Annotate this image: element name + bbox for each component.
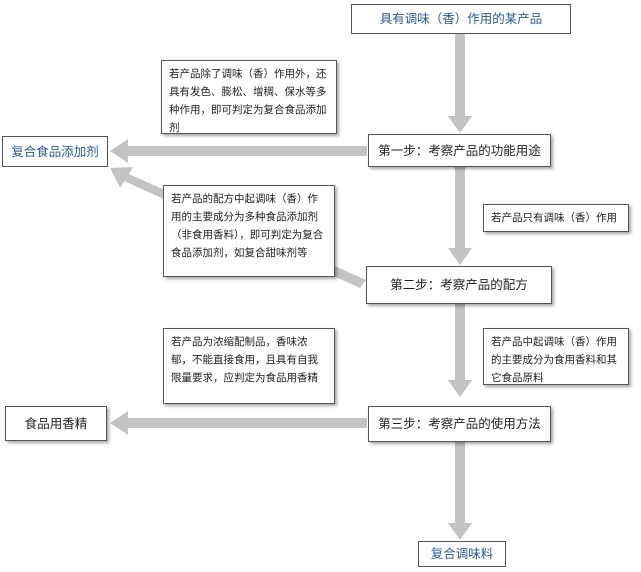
note-step2-down: 若产品中起调味（香）作用的主要成分为食用香料和其它食品原料	[483, 328, 629, 385]
step3-label: 第三步：考察产品的使用方法	[378, 416, 541, 431]
arrow-step1-to-step2	[448, 166, 472, 265]
step2-box: 第二步：考察产品的配方	[366, 266, 552, 304]
compound-seasoning-box: 复合调味料	[418, 541, 506, 567]
step1-label: 第一步：考察产品的功能用途	[378, 142, 541, 158]
food-flavor-box: 食品用香精	[5, 406, 107, 441]
arrow-step3-to-flavor	[110, 411, 367, 435]
note-step3-left: 若产品为浓缩配制品，香味浓郁，不能直接食用，且具有自我限量要求，应判定为食品用香…	[163, 328, 335, 404]
note-step1-left: 若产品除了调味（香）作用外，还具有发色、膨松、增稠、保水等多种作用，即可判定为复…	[161, 60, 337, 134]
product-box: 具有调味（香）作用的某产品	[351, 4, 571, 34]
arrow-step3-to-seasoning	[448, 442, 472, 540]
arrow-step2-to-step3	[448, 304, 472, 397]
step2-label: 第二步：考察产品的配方	[390, 277, 528, 292]
product-label: 具有调味（香）作用的某产品	[379, 11, 543, 26]
note-step2-left: 若产品的配方中起调味（香）作用的主要成分为多种食品添加剂（非食用香料），即可判定…	[163, 185, 335, 277]
compound-seasoning-label: 复合调味料	[430, 546, 494, 561]
step1-box: 第一步：考察产品的功能用途	[368, 134, 551, 167]
arrow-product-to-step1	[448, 33, 472, 133]
note-step1-down: 若产品只有调味（香）作用	[483, 204, 629, 232]
compound-additive-label: 复合食品添加剂	[11, 143, 99, 159]
food-flavor-label: 食品用香精	[24, 415, 88, 431]
step3-box: 第三步：考察产品的使用方法	[368, 406, 551, 442]
compound-additive-box: 复合食品添加剂	[2, 136, 108, 167]
arrow-step1-to-additive	[110, 139, 367, 163]
